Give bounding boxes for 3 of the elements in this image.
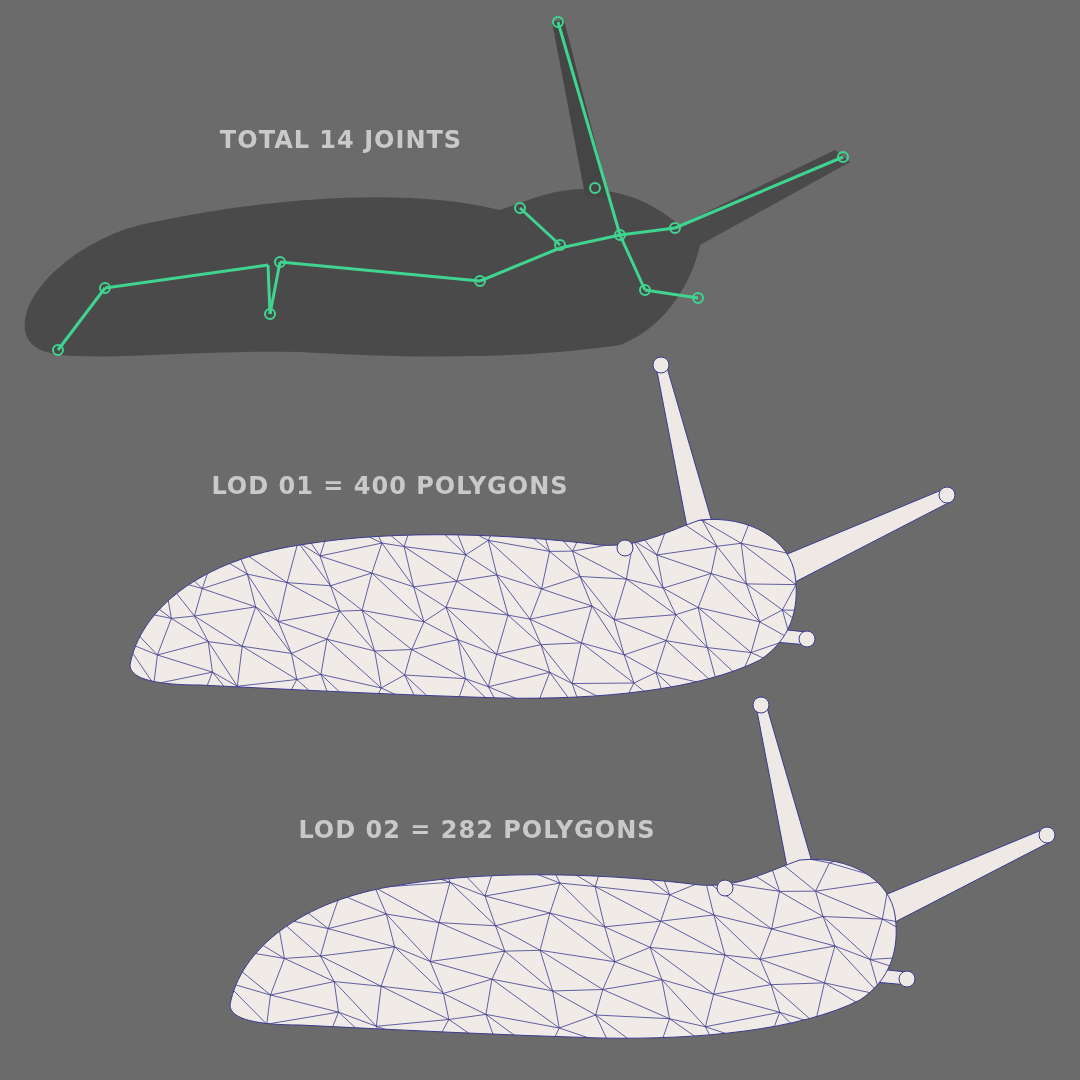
caption-text: LOD 01 = 400 POLYGONS — [211, 472, 569, 500]
caption-text: TOTAL 14 JOINTS — [219, 126, 463, 154]
caption-text: LOD 02 = 282 POLYGONS — [298, 816, 656, 844]
